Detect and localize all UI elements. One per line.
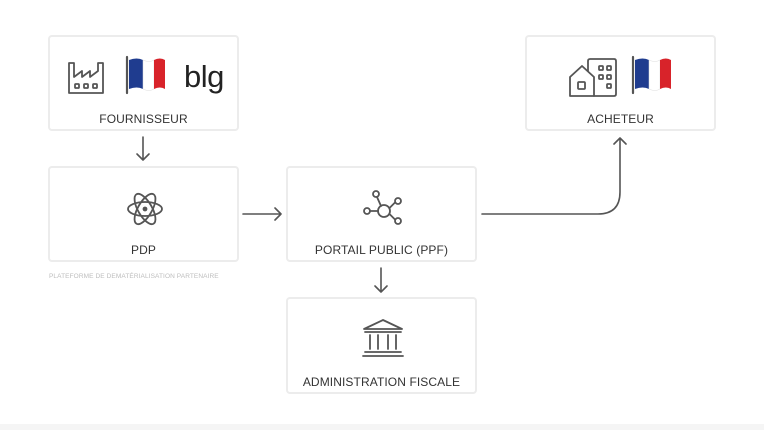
administration-box: ADMINISTRATION FISCALE [286, 297, 477, 394]
arrow-fournisseur-to-pdp [136, 136, 150, 161]
buildings-icon [569, 58, 617, 97]
fournisseur-label: FOURNISSEUR [99, 112, 188, 126]
ppf-box: PORTAIL PUBLIC (PPF) [286, 166, 477, 262]
government-building-icon [362, 319, 404, 357]
bottom-band [0, 424, 764, 430]
blg-logo: blg [184, 59, 224, 94]
pdp-box: PDP [48, 166, 239, 262]
fournisseur-box: blg FOURNISSEUR [48, 35, 239, 131]
french-flag-icon [125, 55, 165, 95]
network-hub-icon [363, 190, 402, 225]
pdp-label: PDP [131, 243, 156, 257]
arrow-ppf-to-administration [374, 267, 388, 293]
factory-icon [68, 62, 104, 94]
pdp-subtitle: PLATEFORME DE DEMATÉRIALISATION PARTENAI… [49, 273, 219, 280]
arrow-pdp-to-ppf [242, 207, 282, 221]
administration-label: ADMINISTRATION FISCALE [302, 375, 461, 389]
french-flag-icon [631, 55, 671, 95]
acheteur-box: ACHETEUR [525, 35, 716, 131]
ppf-label: PORTAIL PUBLIC (PPF) [314, 243, 449, 257]
atom-icon [127, 192, 163, 226]
arrow-ppf-to-acheteur [481, 137, 627, 215]
acheteur-label: ACHETEUR [587, 112, 654, 126]
